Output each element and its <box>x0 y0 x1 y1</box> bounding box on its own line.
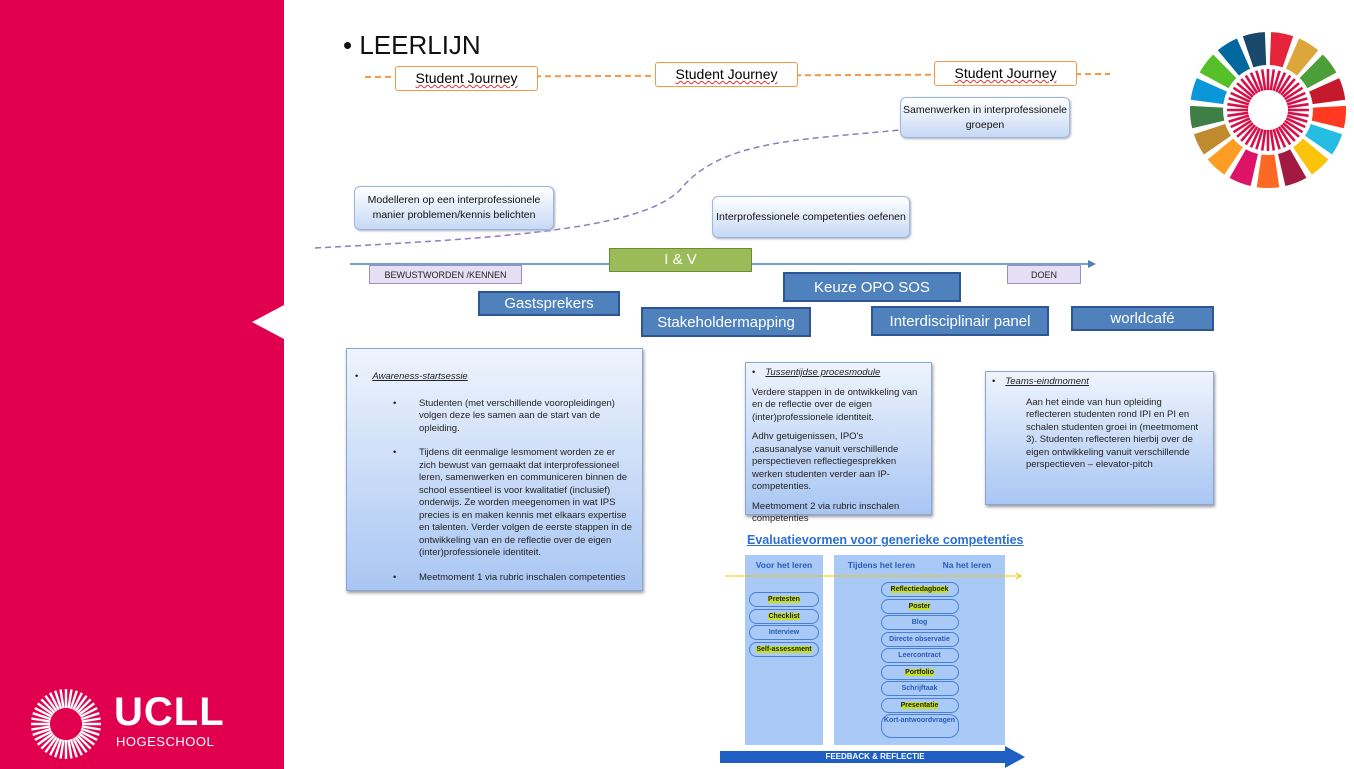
sdg-segment <box>1242 32 1267 68</box>
brand-sidebar <box>0 0 284 769</box>
eval-col3-header: Na het leren <box>942 560 992 570</box>
slide-title: • LEERLIJN <box>343 30 481 60</box>
box2-paragraph: Adhv getuigenissen, IPO's ,casusanalyse … <box>752 431 899 492</box>
timeline-end: DOEN <box>1007 265 1081 284</box>
evaluation-graphic: Evaluatievormen voor generieke competent… <box>720 533 1025 769</box>
eval-method-pill: Portfolio <box>880 664 959 680</box>
timeline-arrowhead <box>1088 260 1096 268</box>
sdg-segment <box>1285 38 1319 76</box>
eval-method-pill: Pretesten <box>749 592 819 607</box>
activity-gastsprekers: Gastsprekers <box>478 291 620 316</box>
eval-method-label: Kort-antwoordvragen <box>883 717 956 724</box>
yellow-arrow <box>725 572 1022 580</box>
sdg-segment <box>1293 138 1329 175</box>
phase-oefenen: Interprofessionele competenties oefenen <box>712 196 910 238</box>
box2-paragraph: Verdere stappen in de ontwikkeling van e… <box>752 386 918 423</box>
journey-box-1: Student Journey <box>395 66 538 91</box>
timeline-start: BEWUSTWORDEN /KENNEN <box>369 265 522 284</box>
eval-method-label: Checklist <box>768 612 800 620</box>
eval-method-pill: Self-assessment <box>749 641 819 657</box>
eval-method-label: Self-assessment <box>756 645 812 653</box>
sdg-segment <box>1207 138 1243 175</box>
box1-bullet: Meetmoment 1 via rubric inschalen compet… <box>419 571 626 583</box>
box1-heading: Awareness-startsessie <box>372 371 468 382</box>
eval-method-pill: Poster <box>880 598 959 614</box>
logo-text: UCLL <box>114 690 225 734</box>
sdg-segment <box>1309 78 1346 105</box>
sdg-segment <box>1278 149 1307 186</box>
eval-method-label: Pretesten <box>768 596 800 603</box>
textbox-awareness: •Awareness-startsessie •Studenten (met v… <box>346 348 643 591</box>
eval-method-label: Directe observatie <box>889 635 950 643</box>
eval-method-label: Interview <box>768 629 800 636</box>
eval-method-label: Portfolio <box>905 668 934 676</box>
activity-stakeholdermapping: Stakeholdermapping <box>641 307 811 337</box>
feedback-arrow <box>720 746 1025 768</box>
box1-bullet: Tijdens dit eenmalige lesmoment worden z… <box>419 447 632 558</box>
journey-box-3: Student Journey <box>934 61 1077 86</box>
eval-method-label: Blog <box>911 619 928 626</box>
sdg-wheel-icon <box>1189 32 1347 189</box>
eval-method-pill: Interview <box>749 625 819 640</box>
sdg-segment <box>1269 32 1294 68</box>
eval-method-pill: Checklist <box>749 608 819 624</box>
sdg-segment <box>1217 38 1251 76</box>
textbox-tussentijds: •Tussentijdse procesmodule Verdere stapp… <box>745 362 932 524</box>
eval-method-label: Presentatie <box>900 701 939 709</box>
eval-method-pill: Leercontract <box>880 648 959 663</box>
eval-title: Evaluatievormen voor generieke competent… <box>747 533 1024 547</box>
timeline-middle: I & V <box>609 248 752 272</box>
eval-method-pill: Presentatie <box>880 697 959 713</box>
box1-bullet: Studenten (met verschillende vooropleidi… <box>419 397 615 434</box>
sdg-segment <box>1229 149 1258 186</box>
sdg-segment <box>1299 54 1337 89</box>
textbox-teams: •Teams-eindmoment Aan het einde van hun … <box>985 371 1214 505</box>
eval-method-pill: Schrijftaak <box>880 681 959 696</box>
eval-method-pill: Directe observatie <box>880 631 959 647</box>
feedback-label: FEEDBACK & REFLECTIE <box>825 752 925 761</box>
sdg-segment <box>1190 78 1227 105</box>
ucll-sunburst-icon <box>31 689 101 759</box>
sdg-segment <box>1256 154 1280 189</box>
title-text: LEERLIJN <box>359 30 481 60</box>
activity-panel: Interdisciplinair panel <box>871 306 1049 336</box>
sdg-segment <box>1305 124 1343 155</box>
box2-paragraph: Meetmoment 2 via rubric inschalen compet… <box>752 500 900 525</box>
eval-col1-header: Voor het leren <box>755 560 813 570</box>
sdg-segment <box>1193 124 1231 155</box>
growth-curve <box>314 129 901 249</box>
ucll-logo <box>28 686 104 767</box>
eval-method-pill: Kort-antwoordvragen <box>880 714 959 738</box>
phase-samenwerken: Samenwerken in interprofessionele groepe… <box>900 97 1070 138</box>
box3-text: Aan het einde van hun opleiding reflecte… <box>1026 396 1199 471</box>
eval-method-label: Schrijftaak <box>901 685 938 692</box>
eval-method-label: Reflectiedagboek <box>890 586 949 593</box>
eval-method-label: Leercontract <box>898 652 941 659</box>
sdg-segment <box>1189 105 1225 129</box>
activity-keuze-opo: Keuze OPO SOS <box>783 272 961 302</box>
logo-subtext: HOGESCHOOL <box>116 734 215 749</box>
journey-box-2: Student Journey <box>655 62 798 87</box>
box2-heading: Tussentijdse procesmodule <box>765 367 881 378</box>
sdg-segment <box>1199 54 1237 89</box>
eval-col-during: Tijdens het leren Na het leren Reflectied… <box>834 555 1005 745</box>
slide-pointer-triangle <box>252 305 284 339</box>
eval-method-pill: Blog <box>880 615 959 630</box>
eval-method-label: Poster <box>908 602 931 610</box>
box3-heading: Teams-eindmoment <box>1005 376 1089 387</box>
eval-col2-header: Tijdens het leren <box>847 560 916 570</box>
phase-modelleren: Modelleren op een interprofessionele man… <box>354 186 554 230</box>
eval-method-pill: Reflectiedagboek <box>880 582 959 597</box>
activity-worldcafe: worldcafé <box>1071 306 1214 331</box>
sdg-segment <box>1311 105 1347 129</box>
